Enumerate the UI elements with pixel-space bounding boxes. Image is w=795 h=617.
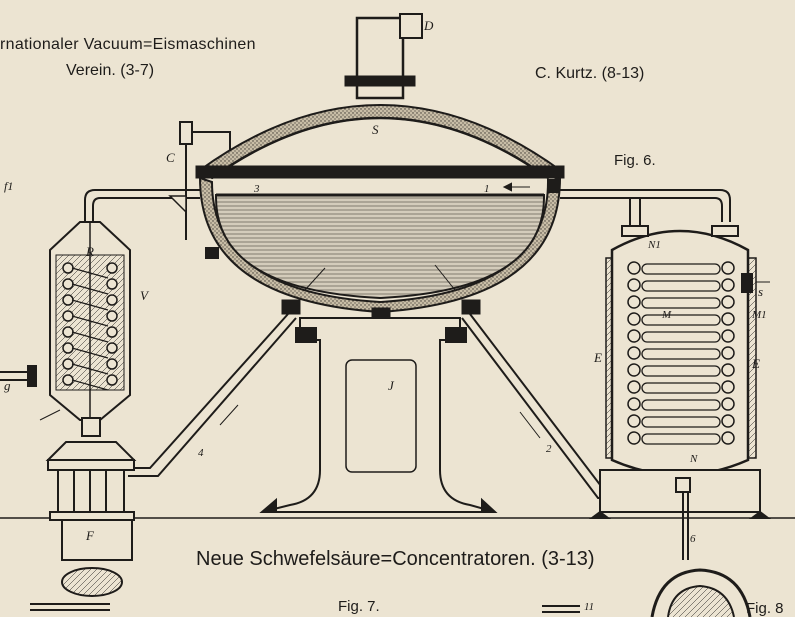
coil-ring	[627, 261, 641, 275]
coil-tube	[71, 379, 109, 391]
flow-number-3: 3	[253, 183, 260, 195]
central-vessel	[195, 13, 565, 385]
coil-ring	[721, 261, 735, 275]
coil-ring	[627, 363, 641, 377]
label-g: g	[4, 378, 11, 393]
coil-tube	[641, 280, 721, 292]
label-J: J	[388, 378, 395, 393]
coil-ring	[627, 414, 641, 428]
flow-number-1: 1	[484, 183, 490, 195]
label-N1: N1	[647, 239, 661, 251]
label-E-right: E	[751, 356, 760, 371]
label-f1: f1	[4, 179, 13, 193]
flow-number-11: 11	[584, 601, 594, 613]
condenser-right-coils	[627, 261, 735, 445]
coil-tube	[641, 382, 721, 394]
label-V: V	[140, 288, 150, 303]
coil-ring	[721, 397, 735, 411]
label-D: D	[423, 18, 434, 33]
coil-ring	[627, 431, 641, 445]
coil-tube	[71, 331, 109, 343]
kurtz-heading: C. Kurtz. (8-13)	[535, 65, 645, 82]
coil-ring	[62, 358, 74, 370]
label-M: M	[661, 309, 672, 321]
flow-number-6: 6	[690, 533, 696, 545]
coil-ring	[721, 431, 735, 445]
coil-tube	[641, 348, 721, 360]
label-N: N	[689, 453, 698, 465]
coil-ring	[106, 294, 118, 306]
coil-tube	[641, 297, 721, 309]
coil-ring	[62, 294, 74, 306]
coil-ring	[62, 342, 74, 354]
coil-ring	[62, 310, 74, 322]
coil-tube	[71, 347, 109, 359]
label-C: C	[166, 150, 175, 165]
coil-ring	[627, 295, 641, 309]
condenser-left-base	[0, 365, 137, 611]
vapour-pipe-right	[502, 179, 731, 232]
coil-ring	[627, 380, 641, 394]
coil-tube	[641, 331, 721, 343]
vessel-stand	[259, 317, 498, 513]
coil-ring	[106, 262, 118, 274]
coil-tube	[71, 283, 109, 295]
fig8-label: Fig. 8	[746, 600, 784, 617]
coil-ring	[721, 363, 735, 377]
company-heading-line1: rnationaler Vacuum=Eismaschinen	[0, 36, 256, 53]
coil-ring	[62, 326, 74, 338]
coil-ring	[627, 346, 641, 360]
coil-ring	[721, 414, 735, 428]
coil-ring	[627, 312, 641, 326]
coil-ring	[721, 329, 735, 343]
coil-ring	[721, 346, 735, 360]
label-M1: M1	[751, 309, 767, 321]
flow-number-2: 2	[546, 443, 552, 455]
coil-tube	[71, 267, 109, 279]
coil-ring	[721, 278, 735, 292]
vapour-pipe-left	[84, 121, 231, 259]
fig7-label: Fig. 7.	[338, 598, 380, 615]
coil-ring	[62, 262, 74, 274]
coil-ring	[721, 380, 735, 394]
label-s: s	[758, 284, 763, 299]
coil-ring	[627, 397, 641, 411]
label-E-left: E	[593, 350, 602, 365]
letter-annotations: D S C R V F J E E M M1 N N1 s g f1 1 2 3…	[4, 18, 767, 613]
coil-ring	[106, 342, 118, 354]
label-S: S	[372, 122, 379, 137]
coil-ring	[721, 312, 735, 326]
coil-tube	[71, 299, 109, 311]
coil-ring	[627, 329, 641, 343]
coil-ring	[627, 278, 641, 292]
coil-ring	[721, 295, 735, 309]
label-F: F	[85, 528, 95, 543]
coil-tube	[641, 314, 721, 326]
coil-ring	[106, 326, 118, 338]
coil-tube	[641, 399, 721, 411]
coil-tube	[71, 315, 109, 327]
coil-ring	[106, 358, 118, 370]
coil-tube	[641, 365, 721, 377]
condenser-left-coils	[62, 262, 118, 391]
coil-ring	[62, 374, 74, 386]
company-heading-line2: Verein. (3-7)	[66, 62, 155, 79]
fig6-label: Fig. 6.	[614, 152, 656, 169]
coil-tube	[641, 416, 721, 428]
coil-tube	[71, 363, 109, 375]
coil-tube	[641, 263, 721, 275]
flow-number-4: 4	[198, 447, 204, 459]
coil-tube	[641, 433, 721, 445]
coil-ring	[106, 278, 118, 290]
coil-ring	[106, 310, 118, 322]
label-R: R	[85, 244, 94, 259]
figure-caption: Neue Schwefelsäure=Concentratoren. (3-13…	[196, 548, 595, 570]
coil-ring	[106, 374, 118, 386]
coil-ring	[62, 278, 74, 290]
fig8-fragment	[542, 568, 752, 617]
